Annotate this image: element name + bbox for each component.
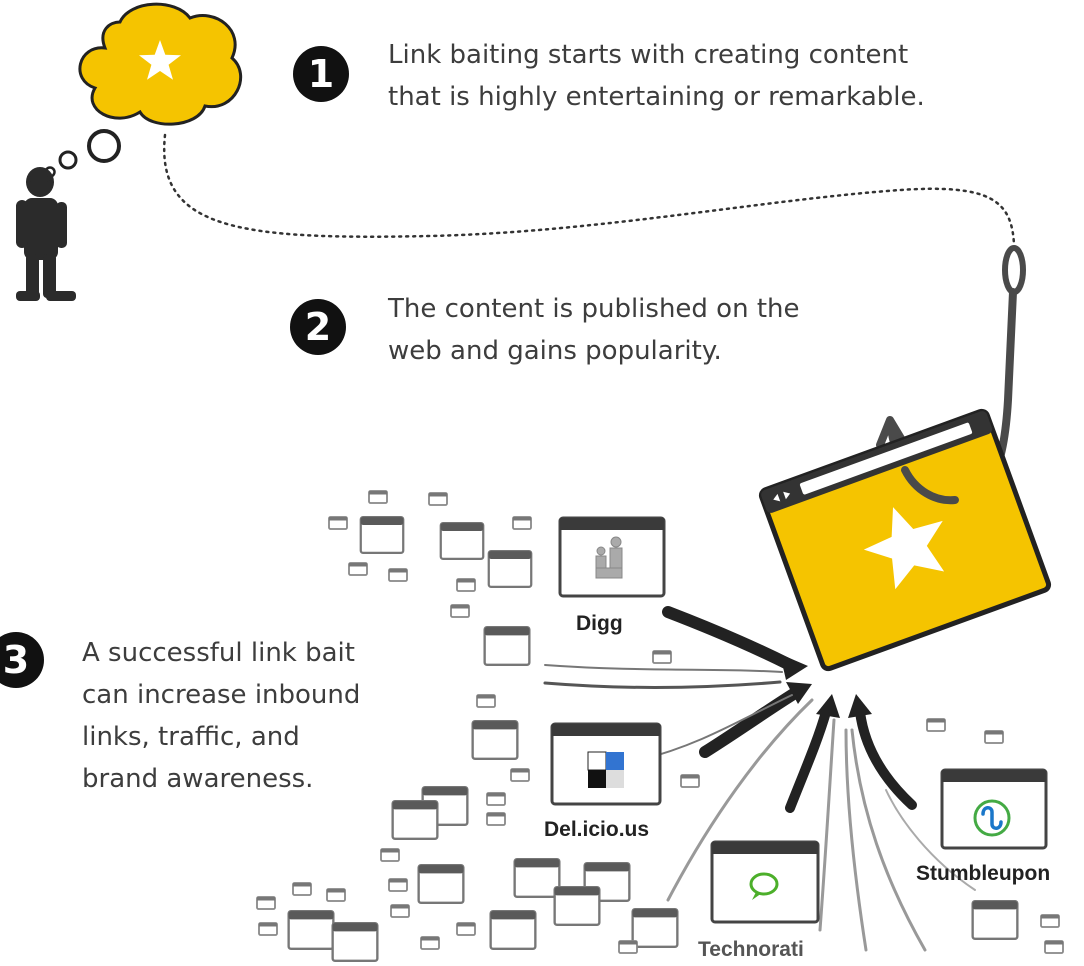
- step-3-text: A successful link bait can increase inbo…: [82, 632, 360, 800]
- step-3-badge: 3: [0, 632, 44, 688]
- thought-cloud-icon: [44, 2, 243, 178]
- step-2-line-1: The content is published on the: [388, 294, 800, 324]
- technorati-label: Technorati: [698, 938, 804, 961]
- technorati-window: [710, 840, 820, 924]
- dotted-connector-line: [162, 133, 1016, 247]
- step-2-badge: 2: [290, 299, 346, 355]
- digg-label: Digg: [576, 612, 623, 635]
- step-1-line-2: that is highly entertaining or remarkabl…: [388, 82, 925, 112]
- step-1-badge: 1: [293, 46, 349, 102]
- delicious-icon: [587, 751, 624, 788]
- delicious-label: Del.icio.us: [544, 818, 650, 841]
- digg-icon: [595, 536, 623, 579]
- step-3-line-4: brand awareness.: [82, 764, 314, 794]
- step-3-line-1: A successful link bait: [82, 638, 355, 668]
- step-3-line-3: links, traffic, and: [82, 722, 300, 752]
- delicious-window: [550, 722, 662, 806]
- technorati-icon: [749, 872, 779, 900]
- digg-window: [558, 516, 666, 598]
- step-1-line-1: Link baiting starts with creating conten…: [388, 40, 909, 70]
- stumbleupon-window: [940, 768, 1048, 850]
- star-icon: [139, 40, 181, 80]
- stumbleupon-icon: [973, 799, 1011, 837]
- step-3-line-2: can increase inbound: [82, 680, 361, 710]
- step-2-line-2: web and gains popularity.: [388, 336, 722, 366]
- person-icon: [16, 167, 76, 301]
- browser-window-icon: [758, 408, 1052, 672]
- step-1-text: Link baiting starts with creating conten…: [388, 34, 925, 118]
- star-icon: [863, 507, 945, 590]
- stumbleupon-label: Stumbleupon: [916, 862, 1051, 885]
- step-2-text: The content is published on the web and …: [388, 288, 800, 372]
